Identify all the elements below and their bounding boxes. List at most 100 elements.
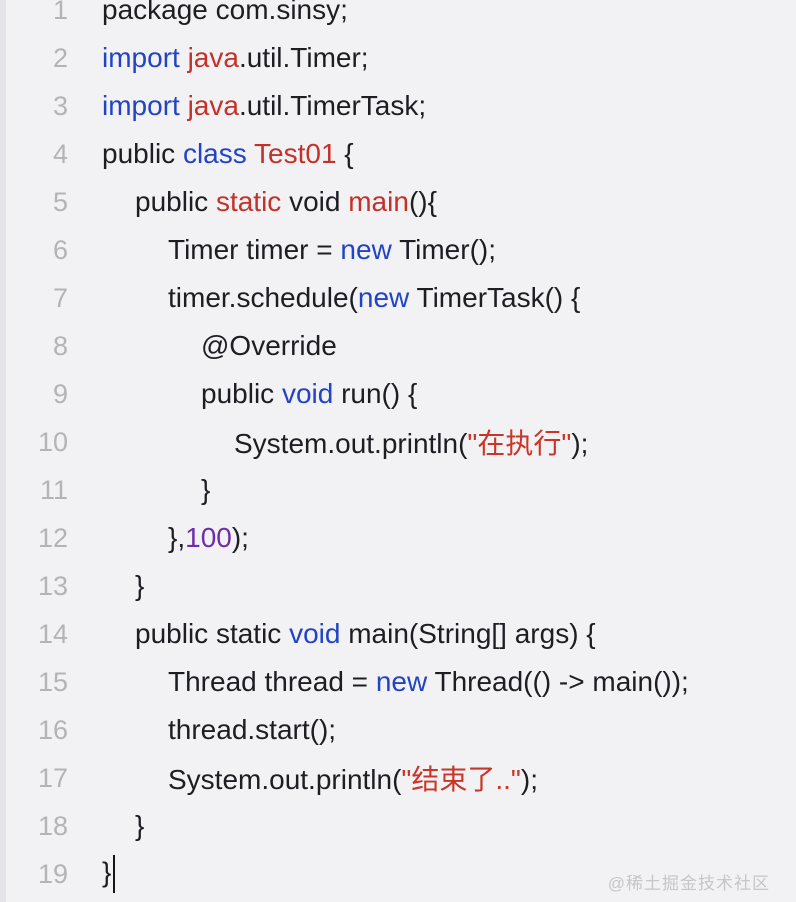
text-cursor [113, 855, 116, 893]
code-line[interactable]: 18} [6, 802, 796, 850]
line-number: 4 [52, 138, 68, 169]
line-number: 15 [37, 666, 68, 697]
code-token: new [375, 666, 428, 697]
line-number: 9 [52, 378, 68, 409]
line-number: 19 [37, 858, 68, 889]
code-line-content[interactable]: timer.schedule(new TimerTask() { [68, 282, 796, 314]
code-token: new [357, 282, 410, 313]
line-number: 5 [52, 186, 68, 217]
line-number: 12 [37, 522, 68, 553]
code-token: Timer(); [391, 234, 497, 265]
line-number: 3 [52, 90, 68, 121]
code-token: Thread(() -> main()); [427, 666, 689, 697]
line-number: 8 [52, 330, 68, 361]
code-token: public static [135, 618, 290, 649]
code-token: { [336, 138, 354, 169]
code-line-content[interactable]: thread.start(); [68, 714, 796, 746]
line-number: 2 [52, 42, 68, 73]
code-line-content[interactable]: System.out.println("在执行"); [68, 422, 796, 462]
code-token: 100 [185, 522, 232, 553]
code-token: void [281, 186, 349, 217]
code-token: java [187, 42, 239, 73]
code-token: }, [168, 522, 186, 553]
code-token: Test01 [254, 138, 337, 169]
code-token: timer.schedule( [168, 282, 358, 313]
code-token: System.out.println( [234, 428, 468, 459]
code-line-content[interactable]: } [68, 474, 796, 506]
code-line[interactable]: 19} [6, 850, 796, 898]
code-line[interactable]: 8@Override [6, 322, 796, 370]
code-token: Timer timer = [168, 234, 341, 265]
code-line[interactable]: 12},100); [6, 514, 796, 562]
code-line-content[interactable]: @Override [68, 330, 796, 362]
code-line[interactable]: 11} [6, 466, 796, 514]
code-token: } [135, 570, 145, 601]
line-number: 13 [37, 570, 68, 601]
code-token: thread.start(); [168, 714, 337, 745]
line-number: 17 [37, 762, 68, 793]
code-line-content[interactable]: public class Test01 { [68, 138, 796, 170]
code-line-content[interactable]: },100); [68, 522, 796, 554]
code-line-content[interactable]: Thread thread = new Thread(() -> main())… [68, 666, 796, 698]
code-line-content[interactable]: Timer timer = new Timer(); [68, 234, 796, 266]
code-line-content[interactable]: package com.sinsy; [68, 0, 796, 26]
code-token: import [102, 42, 188, 73]
line-number: 7 [52, 282, 68, 313]
code-token: public [135, 186, 216, 217]
line-number: 18 [37, 810, 68, 841]
code-token: ); [520, 764, 538, 795]
code-token: "结束了.." [401, 764, 521, 795]
code-token: ); [231, 522, 249, 553]
code-token: ); [571, 428, 589, 459]
code-token: class [182, 138, 255, 169]
code-token: (){ [408, 186, 437, 217]
code-line-content[interactable]: public void run() { [68, 378, 796, 410]
code-token: .util.Timer; [238, 42, 369, 73]
code-token: run() { [333, 378, 418, 409]
code-token: TimerTask() { [409, 282, 581, 313]
code-token: public [201, 378, 282, 409]
code-token: "在执行" [467, 428, 572, 459]
code-token: main [348, 186, 409, 217]
code-token: Thread thread = [168, 666, 376, 697]
watermark: @稀土掘金技术社区 [607, 874, 770, 893]
code-line-content[interactable]: public static void main(String[] args) { [68, 618, 796, 650]
code-line-content[interactable]: } [68, 855, 796, 893]
code-token: } [102, 856, 112, 888]
code-token: public [102, 138, 183, 169]
code-token: .util.TimerTask; [238, 90, 427, 121]
line-number: 1 [52, 0, 68, 25]
code-line[interactable]: 16 thread.start(); [6, 706, 796, 754]
line-number: 14 [37, 618, 68, 649]
line-number: 16 [37, 714, 68, 745]
code-line-content[interactable]: System.out.println("结束了.."); [68, 758, 796, 798]
code-token: static [215, 186, 282, 217]
code-token: System.out.println( [168, 764, 402, 795]
code-line-content[interactable]: public static void main(){ [68, 186, 796, 218]
code-token: } [135, 810, 145, 841]
code-line-content[interactable]: import java.util.TimerTask; [68, 90, 796, 122]
code-token: void [289, 618, 341, 649]
code-line-content[interactable]: } [68, 810, 796, 842]
code-token: java [187, 90, 239, 121]
code-line[interactable]: 13} [6, 562, 796, 610]
line-number: 6 [52, 234, 68, 265]
code-token: void [281, 378, 334, 409]
code-line-content[interactable]: import java.util.Timer; [68, 42, 796, 74]
editor-left-edge [0, 0, 6, 902]
code-line-content[interactable]: } [68, 570, 796, 602]
code-token: import [102, 90, 188, 121]
